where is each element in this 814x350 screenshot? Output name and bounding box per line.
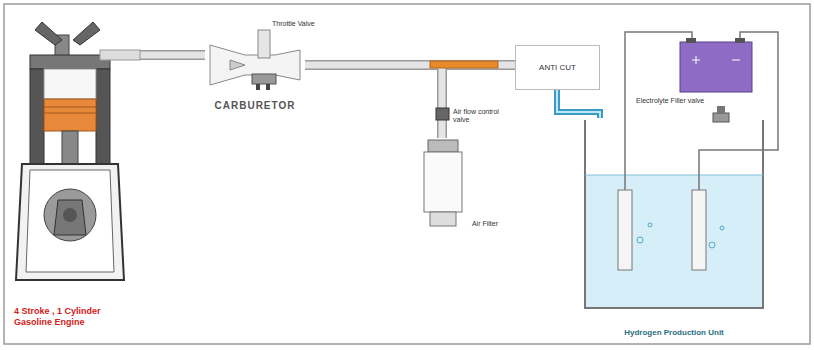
component-node: Air Filter: [418, 138, 500, 230]
engine-drawing: [16, 22, 140, 280]
injector-nozzle: [430, 61, 498, 68]
component-label: 4 Stroke , 1 Cylinder: [14, 306, 101, 317]
component-node: Hydrogen Production Unit: [583, 118, 765, 340]
battery-and-wires: [625, 32, 778, 190]
component-label: Air Filter: [472, 220, 498, 228]
hydrogen-tank-drawing: [585, 106, 763, 308]
air-filter-drawing: [424, 140, 462, 226]
pipe-connector: [557, 90, 600, 118]
pipe-connector: [140, 55, 205, 56]
carburetor-drawing: [210, 30, 300, 90]
component-node: 4 Stroke , 1 CylinderGasoline Engine: [12, 8, 140, 330]
part-label: Throttle Valve: [272, 20, 332, 28]
component-label: CARBURETOR: [215, 100, 296, 112]
component-label: Gasoline Engine: [14, 317, 85, 328]
component-label: Hydrogen Production Unit: [624, 328, 724, 338]
air-flow-valve: [436, 108, 449, 120]
pipe-connector: [305, 65, 442, 138]
frame: [4, 4, 810, 344]
part-label: Electrolyte Filler valve: [636, 97, 710, 105]
component-label: ANTI CUT: [539, 63, 576, 73]
part-label: Air flow control valve: [453, 108, 511, 124]
component-node: ANTI CUT: [515, 45, 600, 90]
filler-cap: [713, 113, 729, 122]
component-node: CARBURETOR: [205, 28, 305, 114]
